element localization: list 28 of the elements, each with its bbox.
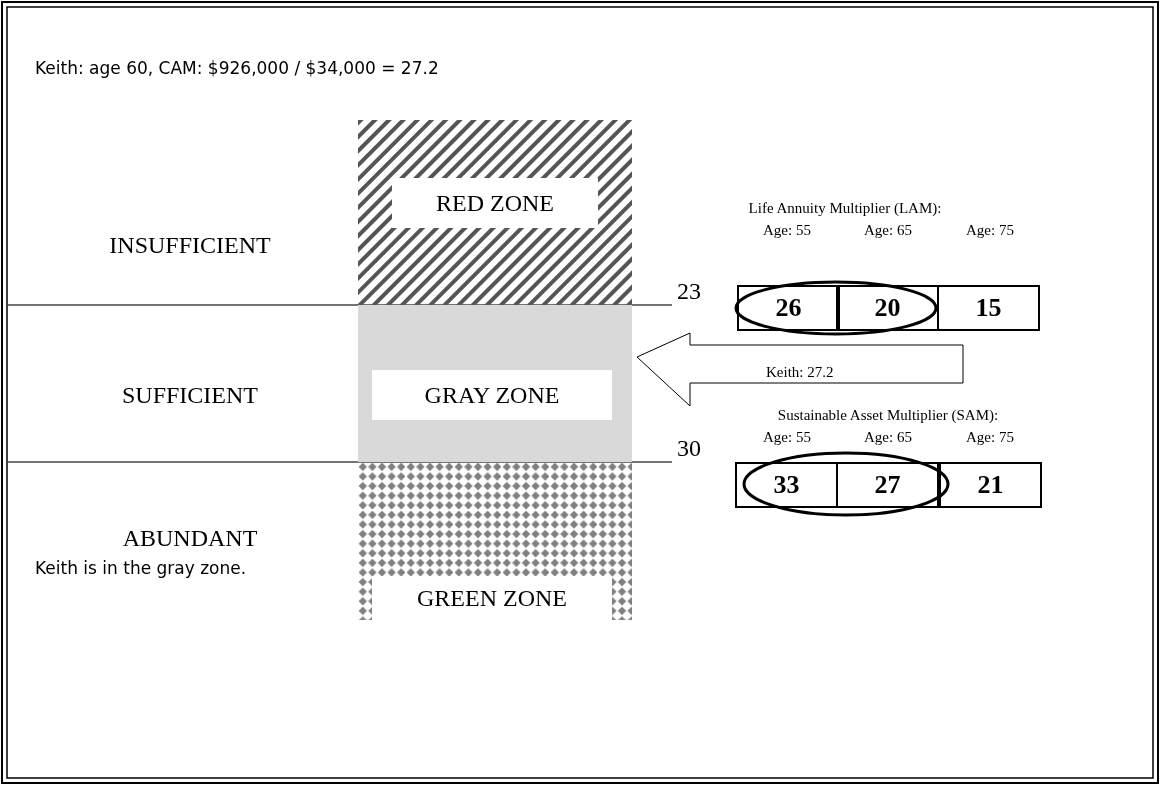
column-header: Age: 75 bbox=[966, 223, 1014, 238]
zone-name: ABUNDANT bbox=[122, 525, 258, 550]
column-header: Age: 75 bbox=[966, 430, 1014, 445]
dotted-zone-band bbox=[358, 462, 632, 620]
arrow-label: Keith: 27.2 bbox=[766, 365, 834, 380]
column-header: Age: 55 bbox=[763, 430, 811, 445]
table-cell: 26 bbox=[737, 285, 840, 331]
caption: Keith is in the gray zone. bbox=[35, 560, 247, 577]
shaded-zone-band bbox=[358, 305, 632, 462]
table-cell: 20 bbox=[836, 285, 939, 331]
table-cell: 15 bbox=[937, 285, 1040, 331]
table-cell: 33 bbox=[735, 462, 838, 508]
hatched-zone-band bbox=[358, 120, 632, 305]
column-header: Age: 55 bbox=[763, 223, 811, 238]
zone-name: INSUFFICIENT bbox=[109, 232, 271, 257]
threshold-value: 23 bbox=[677, 278, 701, 303]
table-heading: Life Annuity Multiplier (LAM): bbox=[748, 201, 942, 216]
column-header: Age: 65 bbox=[864, 430, 912, 445]
block-arrow bbox=[636, 332, 964, 407]
table-cell: 27 bbox=[836, 462, 939, 508]
column-header: Age: 65 bbox=[864, 223, 912, 238]
table-cell: 21 bbox=[939, 462, 1042, 508]
title: Keith: age 60, CAM: $926,000 / $34,000 = 27.2 bbox=[35, 60, 439, 77]
threshold-value: 30 bbox=[677, 435, 701, 460]
zone-name: SUFFICIENT bbox=[122, 382, 258, 407]
zone-label: RED ZONE bbox=[392, 178, 598, 228]
zone-label: GREEN ZONE bbox=[372, 576, 612, 620]
zone-label: GRAY ZONE bbox=[372, 370, 612, 420]
